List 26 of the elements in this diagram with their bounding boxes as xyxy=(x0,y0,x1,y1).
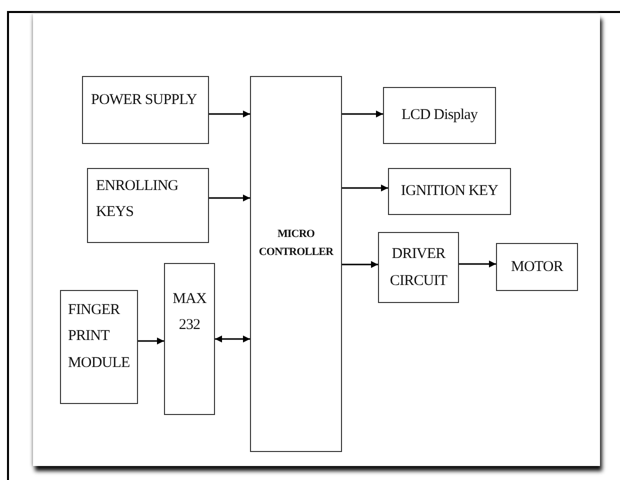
arrow xyxy=(138,338,164,344)
arrow xyxy=(215,336,250,342)
arrow xyxy=(342,110,383,118)
block-label: IGNITION KEY xyxy=(400,182,498,202)
microcontroller-box xyxy=(250,76,342,452)
block-label: POWER SUPPLY xyxy=(91,91,197,110)
motor-box xyxy=(496,243,578,291)
converter-box xyxy=(164,263,215,415)
fingerprint-module-box xyxy=(60,290,138,404)
arrow xyxy=(209,194,250,202)
arrow xyxy=(459,260,496,268)
driver-circuit-box xyxy=(378,232,459,303)
block-label: DRIVER CIRCUIT xyxy=(388,245,448,290)
arrow xyxy=(209,110,250,118)
block-label: MAX 232 xyxy=(172,290,208,336)
display-box xyxy=(383,87,496,144)
arrow xyxy=(342,184,388,192)
block-label: MOTOR xyxy=(511,258,563,277)
block-label: FINGER PRINT MODULE xyxy=(68,301,130,372)
block-label: ENROLLING KEYS xyxy=(96,177,180,222)
block-label: LCD Display xyxy=(401,106,478,126)
block-label: MICRO CONTROLLER xyxy=(258,227,335,260)
power-supply-box xyxy=(82,76,209,144)
ignition-key-box xyxy=(388,168,511,215)
keys-box xyxy=(87,168,209,243)
arrow xyxy=(342,261,378,268)
